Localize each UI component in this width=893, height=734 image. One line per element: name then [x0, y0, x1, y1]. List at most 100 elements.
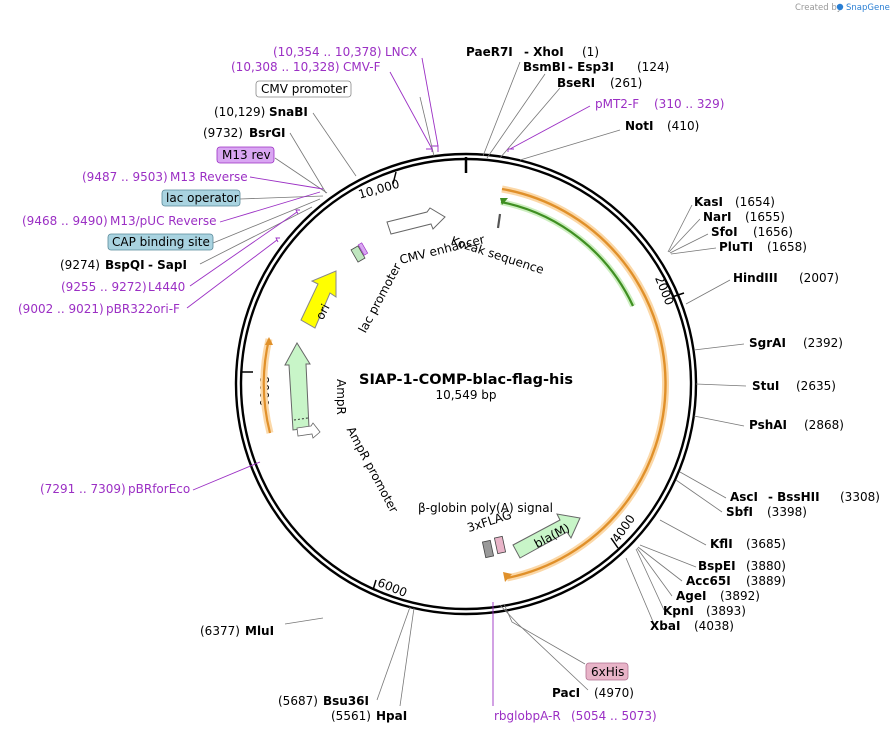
- site-pos-bspqi: (9274): [60, 258, 100, 272]
- site-name-hpai: HpaI: [376, 709, 407, 723]
- leader-hindiii: [685, 279, 731, 305]
- site-extra-xhoi: - XhoI: [524, 45, 564, 59]
- site-name-snabi: SnaBI: [269, 105, 308, 119]
- leader-pshai: [693, 415, 745, 427]
- primer-name-pbr322ori: pBR322ori-F: [106, 302, 180, 316]
- ampr-arrow: [284, 342, 311, 431]
- boxed-features: CMV promoter M13 rev lac operator CAP bi…: [107, 80, 629, 681]
- cap-binding-site-box: [107, 233, 214, 251]
- primer-name-m13-reverse: M13 Reverse: [170, 170, 248, 184]
- site-pos-kpni: (3893): [706, 604, 746, 618]
- site-name-xbai: XbaI: [650, 619, 680, 633]
- site-pos-kfli: (3685): [746, 537, 786, 551]
- m13-rev-label: M13 rev: [222, 148, 271, 162]
- site-name-acc65i: Acc65I: [686, 574, 731, 588]
- beta-globin-mark: [481, 539, 495, 559]
- kozak-mark: [496, 213, 502, 229]
- primer-name-cmvf: CMV-F: [343, 60, 381, 74]
- leader-l4440: [189, 211, 298, 287]
- primer-mark-pbr322: [275, 237, 280, 243]
- ori-arrow: [300, 270, 337, 329]
- leader-bsrgi: [289, 132, 327, 194]
- ori-label: ori: [313, 302, 333, 322]
- primer-mark-l4440: [295, 209, 300, 215]
- tick-2000: [671, 292, 685, 298]
- cap-binding-site-label: CAP binding site: [112, 235, 210, 249]
- six-his-label: 6xHis: [591, 665, 624, 679]
- primer-range-lncx: (10,354 .. 10,378): [273, 45, 382, 59]
- tick-label-10000: 10,000: [357, 177, 401, 202]
- site-pos-nari: (1655): [745, 210, 785, 224]
- leader-noti: [519, 129, 621, 161]
- lac-operator-label: lac operator: [166, 191, 239, 205]
- site-pos-mlui: (6377): [200, 624, 240, 638]
- site-name-bsmbi: BsmBI: [523, 60, 565, 74]
- lac-promoter-mark: [350, 245, 366, 263]
- leader-cmv-promoter: [419, 96, 435, 157]
- site-pos-kasi: (1654): [735, 195, 775, 209]
- leader-paci: [499, 604, 589, 691]
- leader-nari: [668, 218, 701, 253]
- primer-leaders: [186, 57, 591, 706]
- primer-mark-cmvf: [426, 148, 433, 152]
- tick-6000: [372, 579, 377, 591]
- site-pos-bspei: (3880): [746, 559, 786, 573]
- site-name-hindiii: HindIII: [733, 271, 778, 285]
- leader-bsu36i: [376, 606, 411, 701]
- kozak-label: Kozak sequence: [449, 234, 545, 277]
- leader-mlui: [284, 617, 324, 625]
- site-name-pluti: PluTI: [719, 240, 753, 254]
- site-pos-paer7i: (1): [582, 45, 599, 59]
- primer-range-pmt2f: (310 .. 329): [654, 97, 724, 111]
- site-name-bspqi: BspQI: [105, 258, 145, 272]
- site-pos-asci: (3308): [840, 490, 880, 504]
- site-pos-bsmbi: (124): [637, 60, 669, 74]
- leader-hpai: [399, 607, 415, 707]
- leader-xbai: [625, 557, 655, 625]
- site-name-paci: PacI: [552, 686, 580, 700]
- leader-cmvf: [389, 71, 433, 150]
- primer-range-cmvf: (10,308 .. 10,328): [231, 60, 340, 74]
- leader-6xhis: [503, 603, 586, 665]
- leader-snabi: [312, 112, 357, 177]
- leader-pmt2f: [509, 105, 591, 150]
- leader-pbrforeco: [192, 461, 261, 491]
- orf-arc-green: [500, 200, 634, 307]
- site-name-noti: NotI: [625, 119, 654, 133]
- site-name-bsrgi: BsrGI: [249, 126, 286, 140]
- lac-promoter-label: lac promoter: [356, 261, 404, 335]
- primer-range-m13puc: (9468 .. 9490): [22, 214, 108, 228]
- plasmid-name: SIAP-1-COMP-blac-flag-his: [359, 372, 573, 388]
- plasmid-length: 10,549 bp: [435, 388, 496, 402]
- leader-stui: [695, 383, 747, 387]
- leader-bspqi: [199, 206, 313, 265]
- leader-sgrai: [693, 343, 745, 351]
- m13-mark: [357, 242, 369, 256]
- site-pos-agei: (3892): [720, 589, 760, 603]
- site-name-sgrai: SgrAI: [749, 336, 786, 350]
- primer-name-l4440: L4440: [148, 280, 185, 294]
- primer-name-pbrforeco: pBRforEco: [128, 482, 190, 496]
- site-name-pshai: PshAI: [749, 418, 787, 432]
- orf-arc-orange: [501, 187, 667, 580]
- leader-bseri: [499, 87, 561, 159]
- site-pos-paci: (4970): [594, 686, 634, 700]
- bla-arrow: [512, 513, 581, 559]
- primer-name-pmt2f: pMT2-F: [595, 97, 639, 111]
- credit-brand: SnapGene: [846, 3, 890, 13]
- orf-green-arrow-icon: [500, 198, 508, 205]
- leader-m13rev: [274, 157, 328, 194]
- primer-range-pbr322ori: (9002 .. 9021): [18, 302, 104, 316]
- site-name-bsu36i: Bsu36I: [323, 694, 369, 708]
- tick-10000: [392, 171, 397, 185]
- site-name-agei: AgeI: [676, 589, 706, 603]
- beta-globin-label: β-globin poly(A) signal: [418, 501, 553, 515]
- ampr-promoter-label: AmpR promoter: [344, 424, 401, 515]
- three-flag-mark: [493, 535, 507, 555]
- ampr-label: AmpR: [334, 379, 348, 415]
- primer-name-lncx: LNCX: [385, 45, 417, 59]
- leader-m13-reverse: [249, 176, 324, 190]
- site-extra-esp3i: - Esp3I: [568, 60, 614, 74]
- snapgene-logo-icon: [836, 3, 844, 11]
